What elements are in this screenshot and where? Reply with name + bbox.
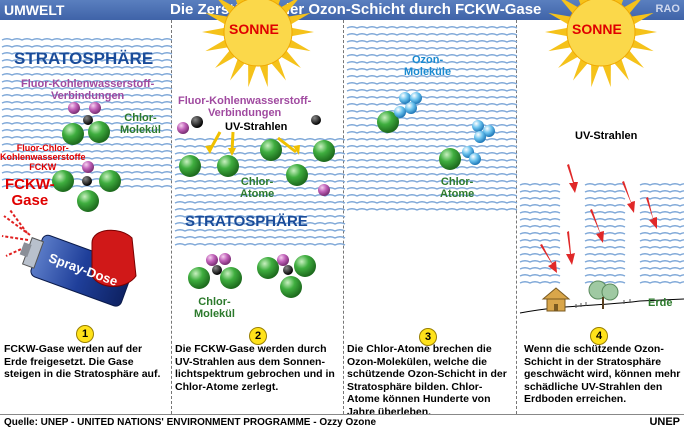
house-icon [541, 287, 571, 312]
ozone-molecule [399, 92, 422, 114]
stratosphere-label-1: STRATOSPHÄRE [14, 49, 154, 68]
sun-label-2: SONNE [229, 21, 279, 37]
fcc-line1: Fluor-Chlor- [16, 143, 69, 153]
chlor-atome-line2: Atome [440, 187, 475, 200]
chlor-atome-line1: Chlor- [440, 176, 474, 188]
fcc-line2: Kohlenwasserstoffe [0, 152, 86, 163]
category-label: UMWELT [4, 2, 65, 18]
erde-label: Erde [648, 297, 673, 309]
chlor-molekul-line2: Molekül [194, 307, 235, 320]
caption-2: Die FCKW-Gase werden durch UV-Strahlen a… [175, 343, 335, 393]
panel-divider-3 [516, 20, 517, 414]
chlor-molekul-line2: Molekül [120, 123, 161, 136]
fckw-line1: FCKW- [5, 176, 55, 193]
chlor-molekul-label-1: Chlor- Molekül [120, 112, 161, 136]
fckw-molecule-lower [52, 161, 121, 212]
caption-3: Die Chlor-Atome brechen die Ozon-Molekül… [347, 343, 507, 418]
org-label: UNEP [649, 416, 680, 428]
chlor-atome-label-2: Chlor- Atome [240, 176, 275, 200]
ozone-molecule [472, 120, 495, 143]
fluor-line1: Fluor-Kohlenwasserstoff- [21, 78, 155, 90]
fckw-gase-label: FCKW- Gase [5, 177, 55, 209]
step-number-2: 2 [249, 327, 267, 345]
fckw-line2: Gase [11, 191, 49, 209]
tree-icon [588, 280, 619, 309]
chlor-molekul-line1: Chlor- [124, 112, 157, 124]
uv-label-4: UV-Strahlen [575, 130, 638, 142]
step-number-4: 4 [590, 327, 608, 345]
uv-label-2: UV-Strahlen [225, 121, 288, 133]
fckw-molecule-upper [62, 102, 110, 145]
brand-label: RAO [655, 3, 680, 15]
ozon-label: Ozon- Moleküle [404, 54, 452, 78]
fcc-line3: FCKW [29, 161, 57, 172]
stratosphere-label-2: STRATOSPHÄRE [185, 213, 308, 230]
chlor-molekul-line1: Chlor- [198, 296, 231, 308]
fluor-line2: Verbindungen [207, 106, 282, 119]
fluor-label-1: Fluor-Kohlenwasserstoff- Verbindungen [21, 78, 155, 102]
uv-arrows [540, 164, 657, 273]
ozon-line2: Moleküle [404, 65, 452, 78]
caption-1: FCKW-Gase werden auf der Erde freigesetz… [4, 343, 161, 380]
footer-bar: Quelle: UNEP - UNITED NATIONS' ENVIRONME… [0, 414, 684, 431]
fluor-label-2: Fluor-Kohlenwasserstoff- Verbindungen [178, 95, 312, 119]
chlor-molekul-label-2: Chlor- Molekül [194, 296, 235, 320]
step-number-3: 3 [419, 328, 437, 346]
fluor-line1: Fluor-Kohlenwasserstoff- [178, 95, 312, 107]
chlor-atome-line1: Chlor- [240, 176, 274, 188]
chlor-atome-line2: Atome [240, 187, 275, 200]
sun-icon [545, 0, 657, 88]
spray-can-icon [1, 209, 137, 307]
fluor-line2: Verbindungen [50, 89, 125, 102]
fckw-full-label: Fluor-Chlor- Kohlenwasserstoffe FCKW [0, 143, 86, 172]
chlor-atome-label-3: Chlor- Atome [440, 176, 475, 200]
fckw-molecule-panel2a [188, 253, 242, 289]
source-credit: Quelle: UNEP - UNITED NATIONS' ENVIRONME… [4, 417, 377, 428]
sun-label-4: SONNE [572, 21, 622, 37]
stratosphere-waves [1, 26, 684, 284]
sun-icon [202, 0, 314, 88]
step-number-1: 1 [76, 325, 94, 343]
panel-divider-1 [171, 20, 172, 414]
ozon-line1: Ozon- [411, 54, 444, 66]
caption-4: Wenn die schützende Ozon-Schicht in der … [524, 343, 681, 405]
fckw-molecule-panel2b [257, 254, 316, 298]
